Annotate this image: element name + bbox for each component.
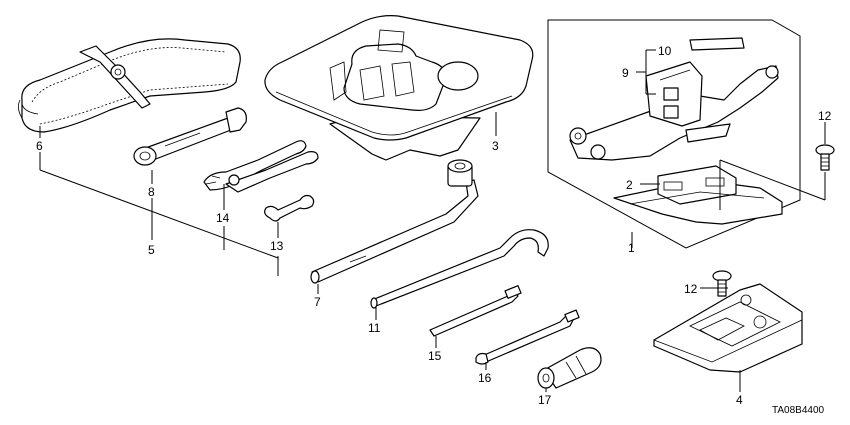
tool-bag-illustration [18, 38, 241, 133]
wheel-nut-wrench-illustration [310, 159, 479, 284]
callout-6: 6 [36, 139, 43, 153]
callout-8: 8 [148, 185, 155, 199]
jack-bracket-illustration [613, 165, 783, 225]
callout-1: 1 [628, 241, 635, 255]
callout-5: 5 [148, 243, 155, 257]
callout-17: 17 [538, 393, 552, 407]
callout-2: 2 [626, 178, 633, 192]
callout-4: 4 [736, 393, 743, 407]
leader-lines [39, 49, 826, 392]
diagram-code: TA08B4400 [772, 405, 825, 416]
callout-14: 14 [216, 211, 230, 225]
jack-assembly-outline [547, 19, 801, 249]
wrench-illustration [264, 194, 315, 222]
socket-wrench-illustration [133, 107, 247, 166]
callout-15: 15 [428, 349, 442, 363]
bolt-illustration [815, 144, 835, 171]
jack-illustration [569, 37, 779, 161]
screwdriver-handle-illustration [537, 347, 602, 389]
callout-10: 10 [658, 44, 672, 58]
callout-12-lower: 12 [684, 282, 698, 296]
bolt-illustration [712, 270, 732, 297]
jack-tray-illustration [653, 283, 803, 373]
pliers-illustration [203, 140, 319, 193]
callout-13: 13 [270, 239, 284, 253]
callout-7: 7 [314, 295, 321, 309]
callout-9: 9 [622, 66, 629, 80]
callout-16: 16 [478, 371, 492, 385]
callout-12-upper: 12 [818, 109, 832, 123]
callout-11: 11 [368, 321, 381, 335]
tool-tray-illustration [264, 15, 534, 161]
screwdriver-shaft-illustration [475, 309, 580, 365]
screwdriver-bit-illustration [429, 285, 522, 337]
jack-handle-illustration [370, 229, 549, 309]
callout-3: 3 [492, 139, 499, 153]
